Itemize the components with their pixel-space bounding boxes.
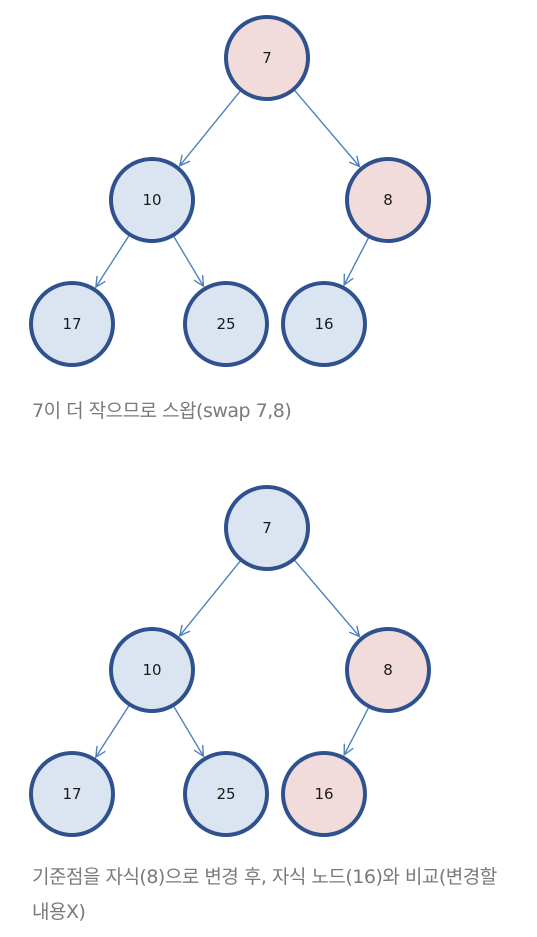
- tree-node-16: 16: [281, 281, 367, 367]
- edge-a-c: [293, 89, 359, 167]
- node-value: 8: [383, 661, 393, 679]
- heap-diagram-step-1: 7 10 8 17 25 16: [29, 15, 431, 367]
- node-circle: [29, 751, 115, 837]
- node-circle: [109, 157, 195, 243]
- node-value: 16: [314, 785, 333, 803]
- step-2-caption: 기준점을 자식(8)으로 변경 후, 자식 노드(16)와 비교(변경할 내용X…: [32, 866, 497, 923]
- edge-c-f: [344, 237, 370, 285]
- edge-b-d: [96, 704, 130, 757]
- node-circle: [29, 281, 115, 367]
- node-circle: [281, 281, 367, 367]
- tree-node-17: 17: [29, 751, 115, 837]
- node-value: 25: [216, 785, 235, 803]
- tree-node-25: 25: [183, 751, 269, 837]
- tree-node-7: 7: [224, 15, 310, 101]
- node-value: 10: [142, 661, 161, 679]
- tree-node-25: 25: [183, 281, 269, 367]
- edge-b-e: [172, 705, 204, 756]
- edge-a-b: [180, 560, 242, 636]
- step-1-caption: 7이 더 작으므로 스왑(swap 7,8): [32, 400, 292, 422]
- node-value: 7: [262, 49, 272, 67]
- edge-a-c: [293, 559, 359, 637]
- node-value: 17: [62, 315, 81, 333]
- edge-b-d: [96, 234, 130, 287]
- node-circle: [345, 157, 431, 243]
- node-value: 17: [62, 785, 81, 803]
- node-value: 16: [314, 315, 333, 333]
- tree-node-16: 16: [281, 751, 367, 837]
- node-circle: [183, 751, 269, 837]
- tree-node-8: 8: [345, 627, 431, 713]
- node-circle: [183, 281, 269, 367]
- node-circle: [224, 485, 310, 571]
- node-circle: [281, 751, 367, 837]
- node-value: 10: [142, 191, 161, 209]
- node-circle: [224, 15, 310, 101]
- node-circle: [109, 627, 195, 713]
- edge-a-b: [180, 90, 242, 166]
- edge-c-f: [344, 707, 370, 755]
- node-circle: [345, 627, 431, 713]
- node-value: 7: [262, 519, 272, 537]
- tree-node-7: 7: [224, 485, 310, 571]
- node-value: 8: [383, 191, 393, 209]
- tree-node-10: 10: [109, 627, 195, 713]
- tree-node-10: 10: [109, 157, 195, 243]
- heap-diagram-step-2: 7 10 8 17 25 16: [29, 485, 431, 837]
- tree-node-17: 17: [29, 281, 115, 367]
- node-value: 25: [216, 315, 235, 333]
- tree-node-8: 8: [345, 157, 431, 243]
- edge-b-e: [172, 235, 204, 286]
